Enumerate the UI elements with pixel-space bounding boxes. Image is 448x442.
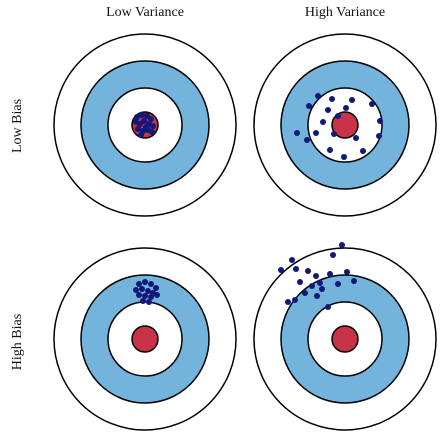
dot (331, 131, 337, 137)
dot (325, 107, 331, 113)
dot (150, 123, 156, 129)
dot (369, 101, 375, 107)
dot (140, 298, 146, 304)
dot (335, 113, 341, 119)
dot (142, 279, 148, 285)
dot (309, 283, 315, 289)
dot (343, 105, 349, 111)
dot-cluster (294, 93, 383, 160)
dot (146, 299, 152, 305)
dot (285, 299, 291, 305)
dot (297, 279, 303, 285)
dot (148, 281, 154, 287)
dot (278, 267, 284, 273)
dot (320, 119, 326, 125)
dot (292, 297, 298, 303)
dot (141, 118, 147, 124)
dot (344, 269, 350, 275)
dot (148, 116, 154, 122)
dot (313, 130, 319, 136)
target-low-bias-high-variance (253, 33, 437, 217)
dot (319, 286, 325, 292)
col-header-high-variance: High Variance (305, 5, 385, 20)
dot (305, 268, 311, 274)
target-low-bias-low-variance (53, 33, 237, 217)
row-header-high-bias: High Bias (10, 314, 25, 370)
dot-cluster (133, 112, 156, 138)
dot (325, 304, 331, 310)
dot (376, 133, 382, 139)
dot (330, 252, 336, 258)
dot (317, 280, 323, 286)
dot (329, 96, 335, 102)
dot (133, 287, 139, 293)
dot (327, 271, 333, 277)
dot (351, 278, 357, 284)
dot (136, 281, 142, 287)
dot (302, 290, 308, 296)
dot (377, 118, 383, 124)
dot (135, 126, 141, 132)
dot (314, 293, 320, 299)
dot (360, 148, 366, 154)
dot (289, 257, 295, 263)
dot (148, 294, 154, 300)
dot (139, 112, 145, 118)
col-header-low-variance: Low Variance (106, 5, 184, 20)
dot (138, 132, 144, 138)
dot-cluster (133, 279, 160, 305)
dot (294, 130, 300, 136)
dot (349, 97, 355, 103)
bullseye (131, 325, 159, 353)
dot (149, 129, 155, 135)
dot (341, 154, 347, 160)
dot (304, 137, 310, 143)
dot (293, 266, 299, 272)
dot (139, 286, 145, 292)
dot (143, 124, 149, 130)
dot (145, 288, 151, 294)
dot (315, 93, 321, 99)
target-high-bias-high-variance (253, 242, 437, 431)
dot (353, 135, 359, 141)
dot-cluster (278, 242, 357, 310)
dot (136, 292, 142, 298)
dot (154, 292, 160, 298)
dot (142, 293, 148, 299)
dot (306, 103, 312, 109)
dot (313, 273, 319, 279)
dot (153, 285, 159, 291)
dot (327, 147, 333, 153)
target-high-bias-low-variance (53, 247, 237, 431)
bullseye (331, 325, 359, 353)
dot (134, 114, 140, 120)
dot (335, 281, 341, 287)
dot (339, 242, 345, 248)
row-header-low-bias: Low Bias (10, 99, 25, 153)
